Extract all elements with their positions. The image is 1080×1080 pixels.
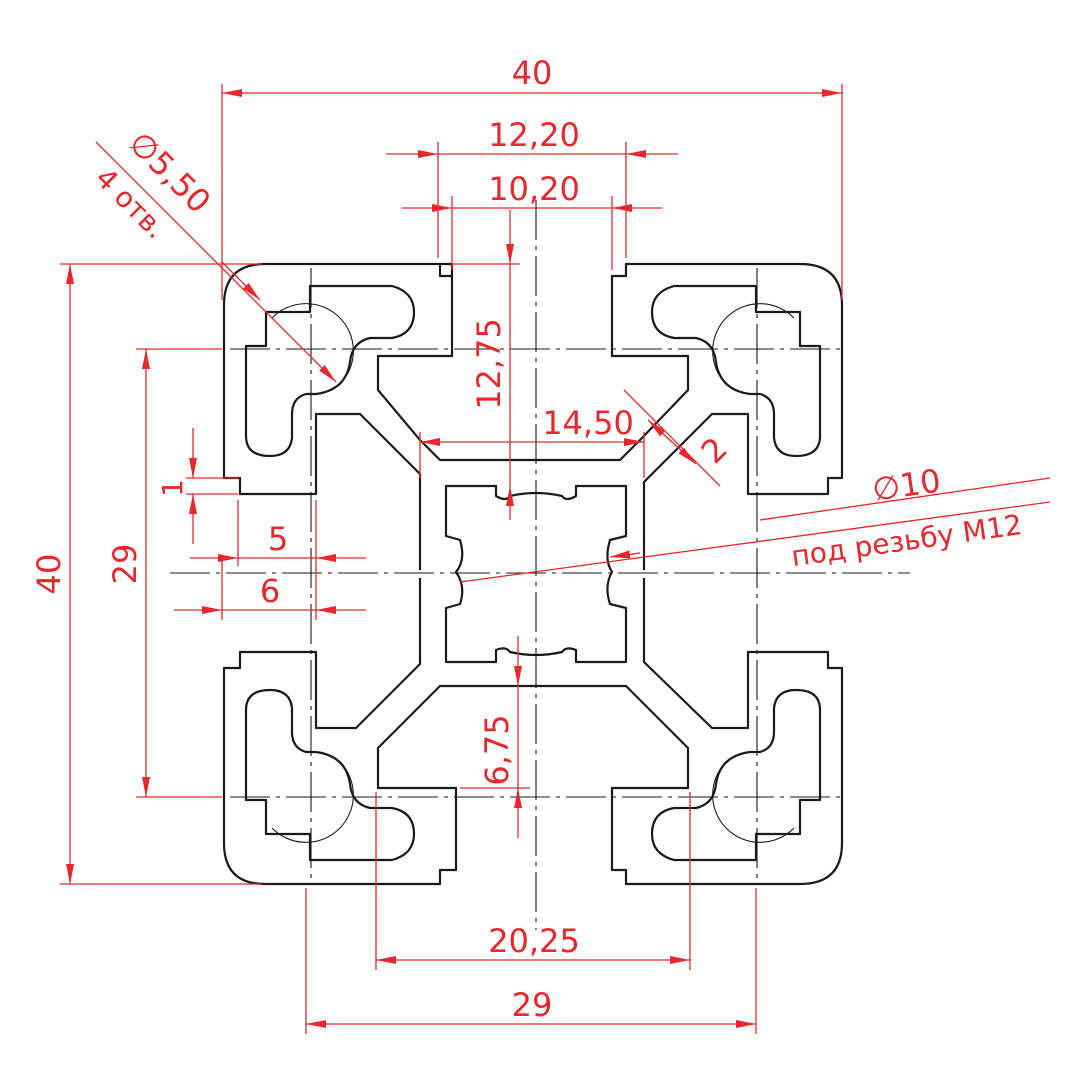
profile-quadrant-bottom-right — [536, 578, 844, 886]
dim-slot-inner: 10,20 — [488, 170, 580, 208]
profile-quadrant-top-left — [222, 262, 536, 570]
dim-core-width: 14,50 — [542, 404, 634, 442]
hole-bottom-right — [712, 761, 795, 843]
dim-slot-depth: 12,75 — [470, 318, 508, 410]
dim-six: 6 — [260, 572, 280, 610]
cavity-top-right — [650, 284, 822, 458]
cavity-bottom-right — [650, 688, 822, 862]
profile-quadrant-top-right — [536, 262, 844, 570]
aluminium-profile-outline — [170, 200, 910, 930]
dim-inner-span: 20,25 — [488, 922, 580, 960]
dim-bore-dia: ∅10 — [870, 462, 943, 509]
hole-top-left — [271, 303, 354, 385]
dim-overall-height: 40 — [30, 554, 68, 595]
dim-five: 5 — [268, 520, 288, 558]
dim-pitch-horizontal: 29 — [512, 986, 553, 1024]
dimension-labels: 40 12,20 10,20 12,75 14,50 2 ∅5,50 4 отв… — [30, 54, 1024, 1024]
dim-lip: 1 — [156, 479, 189, 497]
cavity-bottom-left — [244, 688, 416, 862]
profile-core — [444, 484, 628, 664]
hole-top-right — [712, 303, 795, 385]
dim-slot-outer: 12,20 — [488, 116, 580, 154]
dim-pitch-vertical: 29 — [106, 544, 144, 585]
dimension-lines — [60, 84, 1051, 1034]
cavity-top-left — [244, 284, 416, 458]
dim-wall: 2 — [694, 430, 735, 471]
dim-overall-width: 40 — [512, 54, 553, 92]
dim-core-offset: 6,75 — [478, 714, 516, 785]
hole-bottom-left — [271, 761, 354, 843]
profile-quadrant-bottom-left — [222, 578, 536, 886]
dim-bore-note: под резьбу М12 — [789, 508, 1024, 573]
